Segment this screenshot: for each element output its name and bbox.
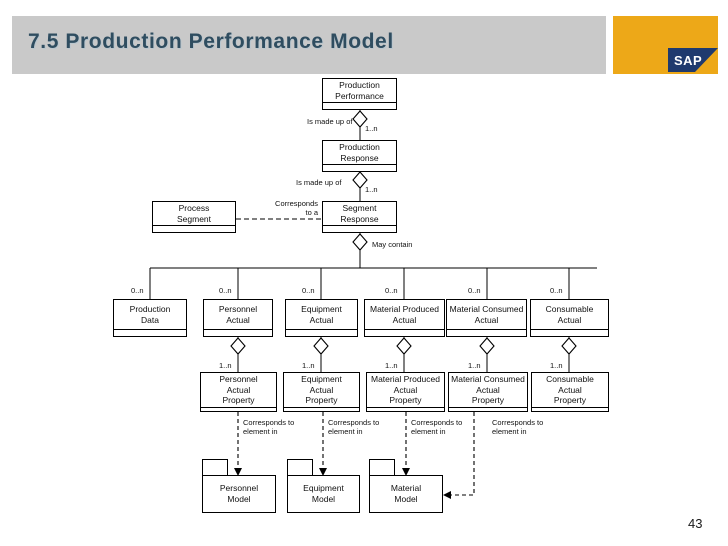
multiplicity-material-consumed-actual: 0..n: [468, 286, 481, 295]
multiplicity-material-produced-actual: 0..n: [385, 286, 398, 295]
class-attributes-compartment: [323, 102, 396, 109]
label-corresponds-to-element-in-1: Corresponds to element in: [243, 418, 295, 437]
class-process-segment[interactable]: Process Segment: [152, 201, 236, 233]
class-attributes-compartment: [532, 406, 608, 414]
class-name: Consumable Actual Property: [546, 374, 594, 406]
title-banner: [12, 16, 606, 74]
package-tab: [369, 459, 395, 476]
page-title: 7.5 Production Performance Model: [28, 30, 394, 53]
class-attributes-compartment: [365, 329, 444, 336]
class-attributes-compartment: [531, 329, 608, 336]
class-name: Production Performance: [335, 80, 384, 101]
multiplicity-personnel-actual-property: 1..n: [219, 361, 232, 370]
multiplicity-personnel-actual: 0..n: [219, 286, 232, 295]
class-equipment-actual-property[interactable]: Equipment Actual Property: [283, 372, 360, 412]
class-name: Material Consumed Actual Property: [451, 374, 525, 406]
class-name: Production Response: [339, 142, 380, 163]
class-production-data[interactable]: Production Data: [113, 299, 187, 337]
class-name: Consumable Actual: [545, 303, 594, 325]
class-attributes-compartment: [367, 406, 444, 414]
class-attributes-compartment: [447, 329, 526, 336]
class-name: Equipment Actual Property: [301, 374, 342, 406]
package-tab: [202, 459, 228, 476]
class-attributes-compartment: [114, 329, 186, 336]
package-name: Equipment Model: [287, 475, 360, 513]
package-equipment-model[interactable]: Equipment Model: [287, 459, 360, 513]
class-name: Material Produced Actual Property: [371, 374, 440, 406]
multiplicity-equipment-actual-property: 1..n: [302, 361, 315, 370]
page-number: 43: [688, 516, 703, 531]
label-corresponds-to-element-in-2: Corresponds to element in: [328, 418, 380, 437]
class-name: Personnel Actual Property: [219, 374, 258, 406]
class-attributes-compartment: [323, 225, 396, 232]
aggregation-diamonds: [230, 110, 577, 355]
svg-text:SAP: SAP: [674, 53, 702, 68]
multiplicity-segment-response: 1..n: [365, 185, 378, 194]
label-is-made-up-of-2: Is made up of: [296, 178, 342, 187]
class-name: Equipment Actual: [301, 303, 342, 325]
class-production-response[interactable]: Production Response: [322, 140, 397, 172]
class-production-performance[interactable]: Production Performance: [322, 78, 397, 110]
label-corresponds-to-a: Corresponds to a: [275, 199, 318, 218]
dependency-arrowheads: [234, 468, 451, 499]
multiplicity-material-produced-actual-property: 1..n: [385, 361, 398, 370]
class-name: Production Data: [129, 303, 171, 325]
class-name: Material Consumed Actual: [449, 303, 524, 325]
class-attributes-compartment: [201, 406, 276, 414]
class-attributes-compartment: [449, 406, 527, 414]
class-consumable-actual[interactable]: Consumable Actual: [530, 299, 609, 337]
label-is-made-up-of-1: Is made up of: [307, 117, 353, 126]
package-name: Personnel Model: [202, 475, 276, 513]
class-name: Process Segment: [176, 203, 212, 224]
multiplicity-production-data: 0..n: [131, 286, 144, 295]
sap-logo: SAP: [668, 48, 718, 72]
class-material-produced-actual[interactable]: Material Produced Actual: [364, 299, 445, 337]
class-material-consumed-actual-property[interactable]: Material Consumed Actual Property: [448, 372, 528, 412]
package-tab: [287, 459, 313, 476]
class-name: Segment Response: [340, 203, 379, 224]
class-attributes-compartment: [286, 329, 357, 336]
class-material-produced-actual-property[interactable]: Material Produced Actual Property: [366, 372, 445, 412]
package-name: Material Model: [369, 475, 443, 513]
class-personnel-actual-property[interactable]: Personnel Actual Property: [200, 372, 277, 412]
class-name: Personnel Actual: [218, 303, 258, 325]
class-name: Material Produced Actual: [370, 303, 439, 325]
package-material-model[interactable]: Material Model: [369, 459, 443, 513]
multiplicity-equipment-actual: 0..n: [302, 286, 315, 295]
class-equipment-actual[interactable]: Equipment Actual: [285, 299, 358, 337]
multiplicity-production-response: 1..n: [365, 124, 378, 133]
label-corresponds-to-element-in-3: Corresponds to element in: [411, 418, 463, 437]
class-segment-response[interactable]: Segment Response: [322, 201, 397, 233]
multiplicity-consumable-actual-property: 1..n: [550, 361, 563, 370]
class-attributes-compartment: [153, 225, 235, 232]
label-may-contain: May contain: [372, 240, 413, 249]
class-attributes-compartment: [204, 329, 272, 336]
corresponds-to-element-links: [237, 412, 475, 496]
package-personnel-model[interactable]: Personnel Model: [202, 459, 276, 513]
class-material-consumed-actual[interactable]: Material Consumed Actual: [446, 299, 527, 337]
label-corresponds-to-element-in-4: Corresponds to element in: [492, 418, 544, 437]
multiplicity-material-consumed-actual-property: 1..n: [468, 361, 481, 370]
class-attributes-compartment: [323, 164, 396, 171]
class-attributes-compartment: [284, 406, 359, 414]
multiplicity-consumable-actual: 0..n: [550, 286, 563, 295]
class-personnel-actual[interactable]: Personnel Actual: [203, 299, 273, 337]
class-consumable-actual-property[interactable]: Consumable Actual Property: [531, 372, 609, 412]
